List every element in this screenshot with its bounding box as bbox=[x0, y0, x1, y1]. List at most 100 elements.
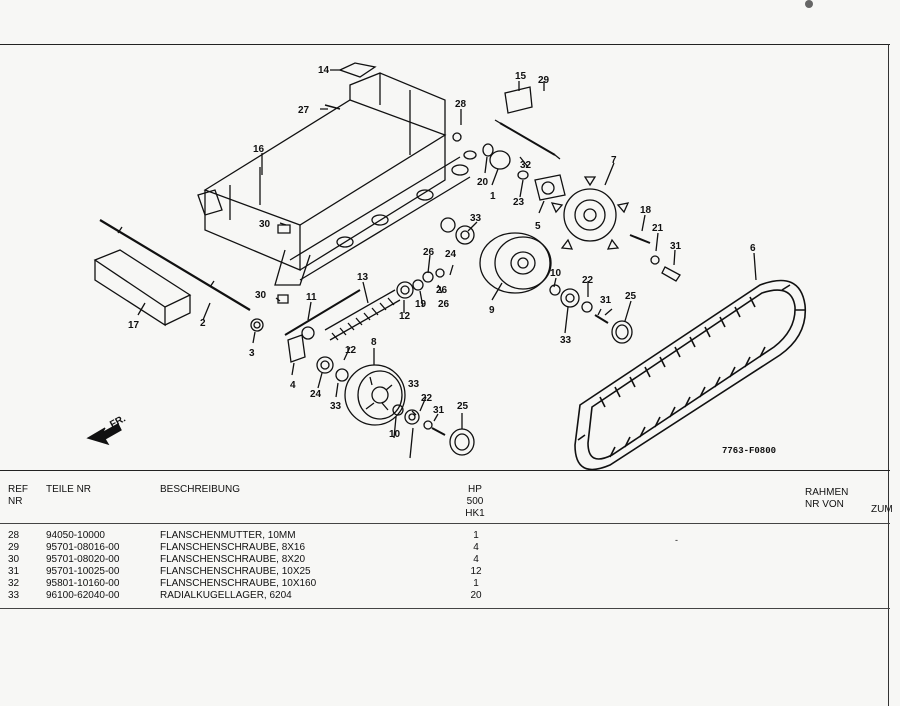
part-number-cell: 95701-10025-00 bbox=[46, 566, 120, 577]
callout-14: 14 bbox=[318, 65, 330, 76]
header-ref: REF NR bbox=[8, 484, 28, 507]
callout-29: 29 bbox=[538, 75, 550, 86]
callout-31c: 31 bbox=[433, 405, 445, 416]
description-cell: RADIALKUGELLAGER, 6204 bbox=[160, 590, 292, 601]
bracket-part bbox=[338, 62, 377, 78]
callout-25: 25 bbox=[625, 291, 637, 302]
ref-cell: 29 bbox=[8, 542, 20, 553]
callout-5: 5 bbox=[535, 221, 541, 232]
quantity-cell: 4 bbox=[473, 542, 479, 553]
ref-cell: 30 bbox=[8, 554, 20, 565]
part-number-cell: 94050-10000 bbox=[46, 530, 105, 541]
callout-30: 30 bbox=[259, 219, 271, 230]
track-frame bbox=[197, 72, 477, 286]
frame-right-line bbox=[888, 44, 889, 706]
table-row: 28 94050-10000 FLANSCHENMUTTER, 10MM 1 bbox=[0, 530, 890, 542]
ref-cell: 32 bbox=[8, 578, 20, 589]
callout-26b: 26 bbox=[436, 285, 448, 296]
part-number-cell: 96100-62040-00 bbox=[46, 590, 120, 601]
table-row: 33 96100-62040-00 RADIALKUGELLAGER, 6204… bbox=[0, 590, 890, 602]
header-frame-from: RAHMEN NR VON bbox=[805, 487, 849, 510]
table-row: 31 95701-10025-00 FLANSCHENSCHRAUBE, 10X… bbox=[0, 566, 890, 578]
callout-13: 13 bbox=[357, 272, 369, 283]
callout-18: 18 bbox=[640, 205, 652, 216]
part-number-cell: 95801-10160-00 bbox=[46, 578, 120, 589]
guard-block bbox=[93, 249, 192, 327]
ref-cell: 31 bbox=[8, 566, 20, 577]
exploded-parts-diagram: 14 15 29 27 28 16 7 32 20 1 23 5 18 21 3… bbox=[86, 62, 807, 470]
callout-15: 15 bbox=[515, 71, 527, 82]
callout-32: 32 bbox=[520, 160, 532, 171]
tension-spring bbox=[324, 289, 401, 341]
callout-33: 33 bbox=[470, 213, 482, 224]
callout-21: 21 bbox=[652, 223, 664, 234]
quantity-cell: 4 bbox=[473, 554, 479, 565]
ref-cell: 28 bbox=[8, 530, 20, 541]
callout-22b: 22 bbox=[421, 393, 433, 404]
part-number-cell: 95701-08020-00 bbox=[46, 554, 120, 565]
callout-27: 27 bbox=[298, 105, 310, 116]
callout-33c: 33 bbox=[330, 401, 342, 412]
callout-33b: 33 bbox=[560, 335, 572, 346]
table-row: 30 95701-08020-00 FLANSCHENSCHRAUBE, 8X2… bbox=[0, 554, 890, 566]
quantity-cell: 20 bbox=[470, 590, 482, 601]
stray-mark: - bbox=[675, 535, 678, 545]
quantity-cell: 12 bbox=[470, 566, 482, 577]
callout-8: 8 bbox=[371, 337, 377, 348]
callout-2: 2 bbox=[200, 318, 206, 329]
callout-10: 10 bbox=[550, 268, 562, 279]
clamp-part bbox=[504, 86, 533, 114]
callout-12: 12 bbox=[399, 311, 411, 322]
frame-top-line bbox=[0, 44, 890, 45]
callout-24: 24 bbox=[445, 249, 457, 260]
description-cell: FLANSCHENSCHRAUBE, 10X160 bbox=[160, 578, 317, 589]
callout-28: 28 bbox=[455, 99, 467, 110]
callout-7: 7 bbox=[611, 155, 617, 166]
collar-part bbox=[489, 150, 511, 170]
road-wheel bbox=[344, 364, 406, 426]
callout-16: 16 bbox=[253, 144, 265, 155]
ref-cell: 33 bbox=[8, 590, 20, 601]
drive-sprocket bbox=[550, 176, 630, 250]
callout-11: 11 bbox=[306, 292, 317, 303]
callout-4: 4 bbox=[290, 380, 296, 391]
callout-9: 9 bbox=[489, 305, 495, 316]
callout-20: 20 bbox=[477, 177, 489, 188]
table-row: 29 95701-08016-00 FLANSCHENSCHRAUBE, 8X1… bbox=[0, 542, 890, 554]
description-cell: FLANSCHENSCHRAUBE, 8X20 bbox=[160, 554, 306, 565]
callout-26c: 26 bbox=[438, 299, 450, 310]
header-description: BESCHREIBUNG bbox=[160, 484, 241, 495]
quantity-cell: 1 bbox=[473, 578, 479, 589]
callout-25b: 25 bbox=[457, 401, 469, 412]
callout-12b: 12 bbox=[345, 345, 357, 356]
callout-17: 17 bbox=[128, 320, 140, 331]
header-quantity: HP 500 HK1 bbox=[465, 484, 485, 519]
callout-1: 1 bbox=[490, 191, 496, 202]
header-part-number: TEILE NR bbox=[46, 484, 92, 495]
front-direction-label: FR. bbox=[108, 413, 128, 430]
quantity-cell: 1 bbox=[473, 530, 479, 541]
callout-19: 19 bbox=[415, 299, 427, 310]
header-frame-to: ZUM bbox=[871, 504, 893, 515]
table-bottom-line bbox=[0, 608, 890, 609]
callout-30b: 30 bbox=[255, 290, 267, 301]
idler-wheel bbox=[479, 232, 552, 294]
callout-33d: 33 bbox=[408, 379, 420, 390]
header-divider bbox=[0, 523, 890, 524]
description-cell: FLANSCHENMUTTER, 10MM bbox=[160, 530, 296, 541]
part-number-cell: 95701-08016-00 bbox=[46, 542, 120, 553]
description-cell: FLANSCHENSCHRAUBE, 8X16 bbox=[160, 542, 306, 553]
callout-26: 26 bbox=[423, 247, 435, 258]
callout-31: 31 bbox=[670, 241, 682, 252]
callout-22: 22 bbox=[582, 275, 594, 286]
callout-31b: 31 bbox=[600, 295, 612, 306]
table-top-line bbox=[0, 470, 890, 471]
callout-6: 6 bbox=[750, 243, 756, 254]
table-row: 32 95801-10160-00 FLANSCHENSCHRAUBE, 10X… bbox=[0, 578, 890, 590]
callout-23: 23 bbox=[513, 197, 525, 208]
description-cell: FLANSCHENSCHRAUBE, 10X25 bbox=[160, 566, 311, 577]
diagram-callouts: 14 15 29 27 28 16 7 32 20 1 23 5 18 21 3… bbox=[108, 65, 776, 456]
callout-10b: 10 bbox=[389, 429, 401, 440]
callout-3: 3 bbox=[249, 348, 255, 359]
scan-mark bbox=[805, 0, 813, 8]
